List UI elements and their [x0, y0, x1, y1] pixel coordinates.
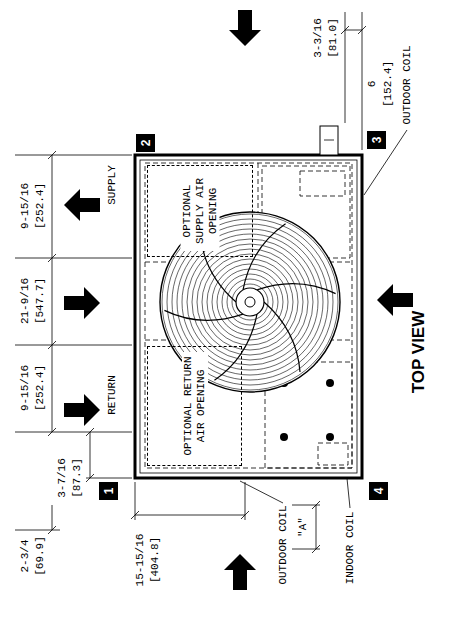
dimension-text: 9-15/16	[19, 364, 32, 412]
part-label: OUTDOOR COIL	[277, 504, 290, 585]
callout-text: 4	[372, 488, 385, 495]
airflow-arrow	[64, 287, 100, 319]
dimension-text: [547.7]	[34, 277, 47, 325]
callout-number: 1	[99, 482, 118, 500]
dimension-text: 3-3/16	[312, 17, 325, 59]
dimension-text: [252.4]	[34, 182, 47, 230]
part-label: OUTDOOR COIL	[401, 44, 414, 125]
callout-text: 2	[139, 140, 152, 147]
airflow-arrow	[224, 554, 256, 590]
airflow-label: SUPPLY	[106, 164, 119, 206]
dimension-text: 9-15/16	[19, 182, 32, 230]
dimension-text: 6	[366, 80, 379, 89]
callout-text: 1	[102, 488, 115, 495]
dimension-text: [87.3]	[71, 457, 84, 499]
callout-number: 3	[367, 131, 386, 149]
airflow-arrow	[64, 189, 100, 221]
dimension-text: 2-3/4	[19, 538, 32, 573]
airflow-arrow	[64, 394, 100, 426]
air-opening-box: OPTIONAL SUPPLY AIR OPENING	[147, 165, 253, 257]
dimension-text: [404.8]	[149, 536, 162, 584]
callout-number: 2	[136, 134, 155, 152]
dimension-text: 3-7/16	[56, 457, 69, 499]
callout-number: 4	[369, 482, 388, 500]
dimension-text: [252.4]	[34, 364, 47, 412]
dimension-text: [81.0]	[327, 17, 340, 59]
dimension-text: "A"	[297, 516, 310, 538]
airflow-arrow	[229, 10, 261, 46]
view-title: TOP VIEW	[409, 310, 428, 395]
callout-text: 3	[370, 137, 383, 144]
dimension-text: [152.4]	[382, 60, 395, 108]
dimension-text: 15-15/16	[134, 533, 147, 588]
part-label: INDOOR COIL	[344, 511, 357, 586]
airflow-label: RETURN	[106, 374, 119, 416]
dimension-text: [69.9]	[34, 535, 47, 577]
dimension-text: 21-9/16	[19, 277, 32, 325]
opening-label: OPTIONAL RETURN AIR OPENING	[182, 352, 208, 460]
air-opening-box: OPTIONAL RETURN AIR OPENING	[147, 346, 242, 466]
opening-label: OPTIONAL SUPPLY AIR OPENING	[181, 171, 220, 251]
